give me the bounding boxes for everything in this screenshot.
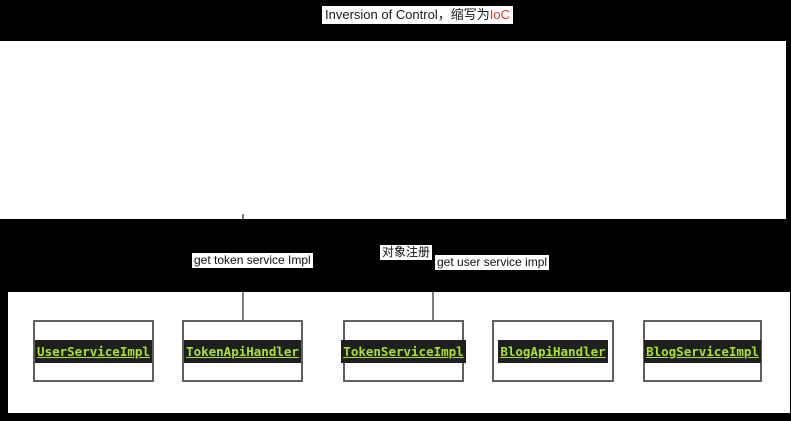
label-object-register: 对象注册 (380, 245, 433, 260)
label-get-token-service: get token service Impl (192, 253, 313, 268)
connector-line-token (242, 292, 244, 322)
service-label: BlogApiHandler (498, 339, 608, 363)
service-box-token-service-impl: TokenServiceImpl (341, 320, 466, 382)
title-highlight-ioc: IoC (489, 7, 510, 22)
service-label: TokenServiceImpl (341, 339, 466, 363)
service-label: TokenApiHandler (184, 339, 301, 363)
service-box-user-service-impl: UserServiceImpl (33, 320, 154, 382)
service-label: BlogServiceImpl (644, 339, 761, 363)
service-label: UserServiceImpl (35, 339, 152, 363)
service-box-blog-api-handler: BlogApiHandler (492, 320, 614, 382)
label-get-user-service: get user service impl (435, 255, 550, 270)
connector-stub (242, 214, 244, 219)
top-canvas-area (0, 41, 786, 219)
title-text: Inversion of Control，缩写为 (325, 7, 490, 22)
service-box-token-api-handler: TokenApiHandler (182, 320, 303, 382)
diagram-title: Inversion of Control，缩写为IoC (322, 6, 513, 24)
connector-line-user (432, 292, 434, 322)
service-box-blog-service-impl: BlogServiceImpl (643, 320, 762, 382)
